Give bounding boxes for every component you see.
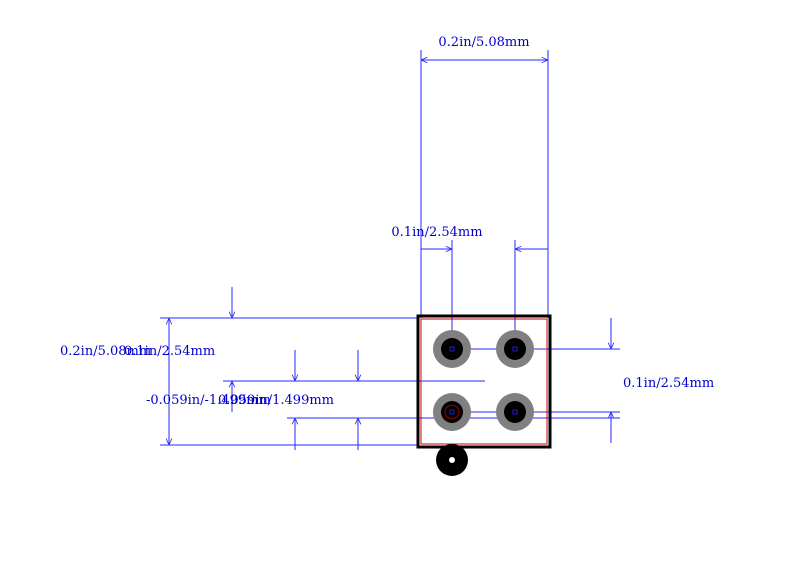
dimension-pad-pitch-x xyxy=(421,240,548,350)
pad-2 xyxy=(496,330,534,368)
dimension-right-pitch-y xyxy=(452,318,620,443)
component-outline xyxy=(416,314,552,449)
pad-1 xyxy=(433,330,471,368)
dimension-label-right-pitch-y: 0.1in/2.54mm xyxy=(623,376,714,391)
dimension-label-offset-b: 0.059in/1.499mm xyxy=(218,393,334,408)
dimension-left-height xyxy=(160,287,418,445)
pad-3 xyxy=(433,393,471,431)
dimension-label-top-width: 0.2in/5.08mm xyxy=(438,35,529,50)
dimension-label-pad-pitch-x: 0.1in/2.54mm xyxy=(391,225,482,240)
dimension-label-left-height-a: 0.2in/5.08mm xyxy=(60,344,151,359)
pin-1-marker xyxy=(436,444,468,476)
dimension-top-width xyxy=(421,50,548,318)
courtyard-outline xyxy=(420,318,548,445)
dimension-label-offset-a: -0.059in/-1.499mm xyxy=(146,393,271,408)
pad-4 xyxy=(496,393,534,431)
dimension-label-left-height-b: 0.1in/2.54mm xyxy=(124,344,215,359)
